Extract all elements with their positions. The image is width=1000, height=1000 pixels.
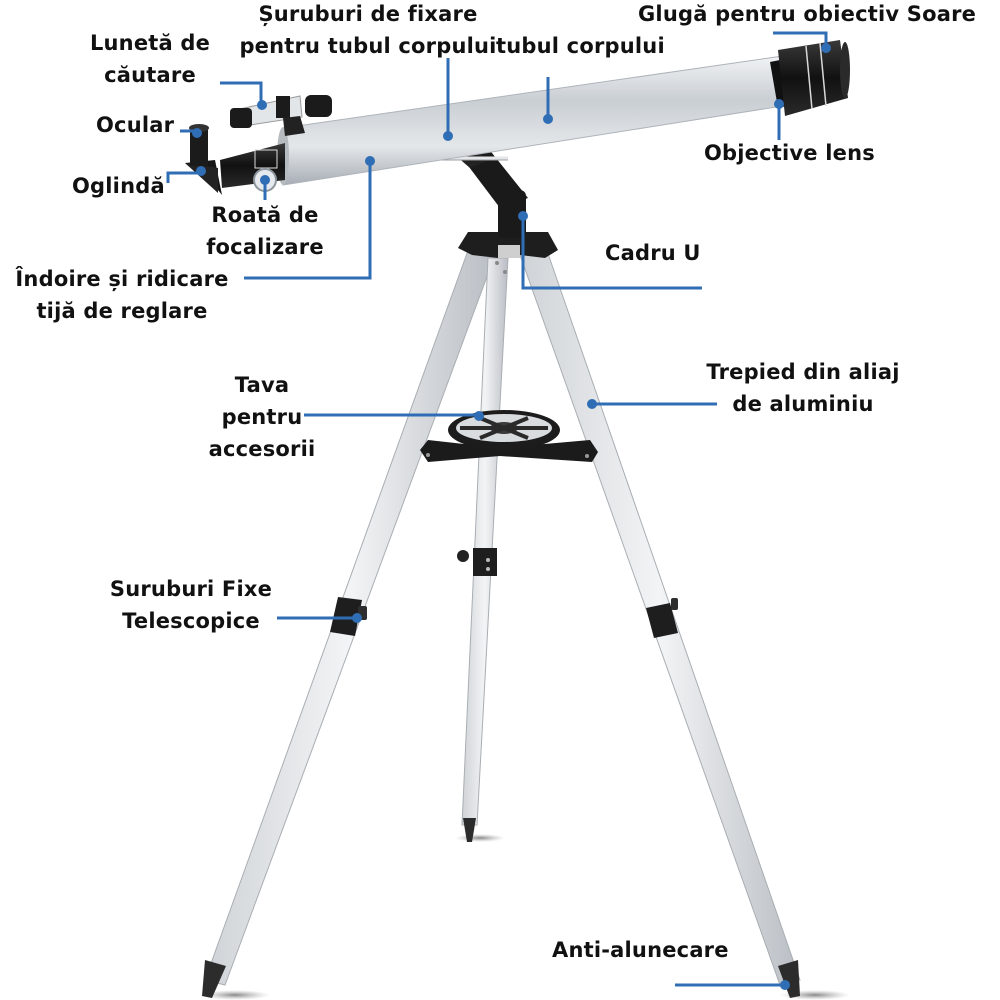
label-adjust-rod: Îndoire și ridicare tijă de reglare bbox=[10, 263, 234, 327]
label-line: Oglindă bbox=[72, 174, 165, 198]
focuser bbox=[220, 143, 285, 192]
leader-adjust-rod bbox=[244, 161, 372, 280]
label-line: pentru tubul corpului bbox=[239, 34, 497, 58]
foot-shadow bbox=[200, 990, 270, 1000]
leg-tip-right bbox=[778, 960, 800, 998]
label-line: tijă de reglare bbox=[36, 299, 208, 323]
leader-finder-scope bbox=[220, 81, 263, 104]
label-line: Lunetă de bbox=[89, 31, 211, 55]
leg-tip-left bbox=[202, 960, 226, 998]
accessory-tray bbox=[420, 410, 598, 462]
label-line: Roată de bbox=[211, 203, 319, 227]
tripod-leg-back bbox=[461, 257, 509, 826]
leader-u-frame bbox=[521, 217, 702, 290]
label-anti-slip: Anti-alunecare bbox=[552, 934, 729, 966]
label-line: Îndoire și ridicare bbox=[15, 267, 229, 291]
label-line: Glugă pentru obiectiv Soare bbox=[638, 2, 977, 26]
label-line: focalizare bbox=[206, 235, 324, 259]
label-line: pentru bbox=[221, 405, 303, 429]
label-accessory-tray: Tava pentru accesorii bbox=[206, 369, 318, 465]
tripod-head bbox=[458, 232, 558, 274]
label-line: accesorii bbox=[208, 437, 316, 461]
label-line: Șuruburi de fixare bbox=[258, 2, 478, 26]
sun-hood bbox=[770, 40, 850, 116]
label-objective-lens: Objective lens bbox=[704, 137, 875, 169]
label-line: Trepied din aliaj bbox=[706, 360, 900, 384]
leg-clamp-back bbox=[457, 548, 497, 576]
label-line: de aluminiu bbox=[732, 392, 874, 416]
label-eyepiece: Ocular bbox=[96, 109, 174, 141]
label-line: Ocular bbox=[96, 113, 175, 137]
label-line: tubul corpului bbox=[496, 34, 665, 58]
label-focus-wheel: Roată de focalizare bbox=[198, 199, 332, 263]
leg-tip-back bbox=[463, 818, 476, 842]
leader-sun-hood bbox=[773, 31, 828, 47]
finder-scope bbox=[230, 95, 332, 136]
label-body-tube: tubul corpului bbox=[496, 30, 665, 62]
label-u-frame: Cadru U bbox=[605, 237, 701, 269]
label-line: Anti-alunecare bbox=[552, 938, 729, 962]
label-mirror: Oglindă bbox=[72, 170, 165, 202]
label-mounting-screws: Șuruburi de fixare pentru tubul corpului bbox=[238, 0, 498, 62]
leg-clamp-right bbox=[646, 598, 678, 638]
diagonal-mirror bbox=[185, 160, 222, 195]
foot-shadow bbox=[455, 834, 505, 842]
label-finder-scope: Lunetă de căutare bbox=[84, 27, 216, 91]
label-line: Objective lens bbox=[704, 141, 875, 165]
label-line: Cadru U bbox=[605, 241, 701, 265]
label-leg-screws: Suruburi Fixe Telescopice bbox=[108, 573, 274, 637]
label-line: Tava bbox=[234, 373, 290, 397]
leader-lines bbox=[166, 31, 831, 990]
label-sun-hood: Glugă pentru obiectiv Soare bbox=[638, 0, 976, 30]
label-tripod: Trepied din aliaj de aluminiu bbox=[700, 356, 906, 420]
label-line: Telescopice bbox=[122, 609, 260, 633]
label-line: căutare bbox=[104, 63, 196, 87]
leader-mirror bbox=[166, 171, 200, 183]
label-line: Suruburi Fixe bbox=[109, 577, 273, 601]
